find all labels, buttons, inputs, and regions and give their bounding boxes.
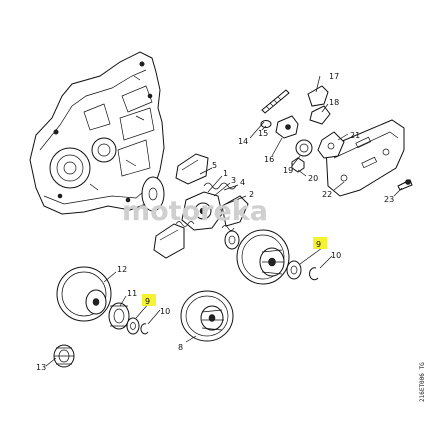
callout-5: 5 (212, 161, 217, 170)
callout-10-upper: 10 (331, 251, 341, 260)
callout-18: 18 (329, 98, 339, 107)
tensioner-assembly (260, 85, 413, 191)
callout-labels: 1 2 3 4 5 8 9 9 10 10 11 12 13 14 15 16 … (36, 72, 394, 372)
document-code: 216ET006 TG (419, 362, 426, 402)
callout-8: 8 (178, 343, 183, 352)
watermark-text: motoreka (122, 196, 268, 227)
callout-23: 23 (384, 195, 394, 204)
clutch-assembly (141, 153, 249, 259)
callout-9-upper: 9 (316, 240, 321, 249)
callout-10-lower: 10 (160, 307, 170, 316)
callout-16: 16 (264, 155, 274, 164)
callout-21: 21 (350, 131, 360, 140)
callout-1: 1 (223, 169, 228, 178)
callout-14: 14 (238, 137, 248, 146)
highlight-marker-lower (142, 294, 156, 306)
callout-3: 3 (231, 176, 236, 185)
callout-12: 12 (117, 265, 127, 274)
callout-4: 4 (240, 178, 245, 187)
callout-17: 17 (329, 72, 339, 81)
callout-15: 15 (258, 129, 268, 138)
guide-bar-cover-plate (325, 119, 405, 197)
callout-22: 22 (322, 190, 332, 199)
clutch-drum-spur (180, 290, 234, 342)
callout-19: 19 (283, 166, 293, 175)
highlight-marker-upper (313, 237, 327, 249)
callout-9-lower: 9 (145, 297, 150, 306)
engine-housing (29, 51, 165, 215)
callout-2: 2 (249, 190, 254, 199)
callout-20: 20 (308, 174, 318, 183)
clutch-drum-lower-left (53, 266, 149, 368)
callout-13: 13 (36, 363, 46, 372)
callout-11: 11 (127, 289, 137, 298)
clutch-drum-upper (236, 229, 319, 285)
